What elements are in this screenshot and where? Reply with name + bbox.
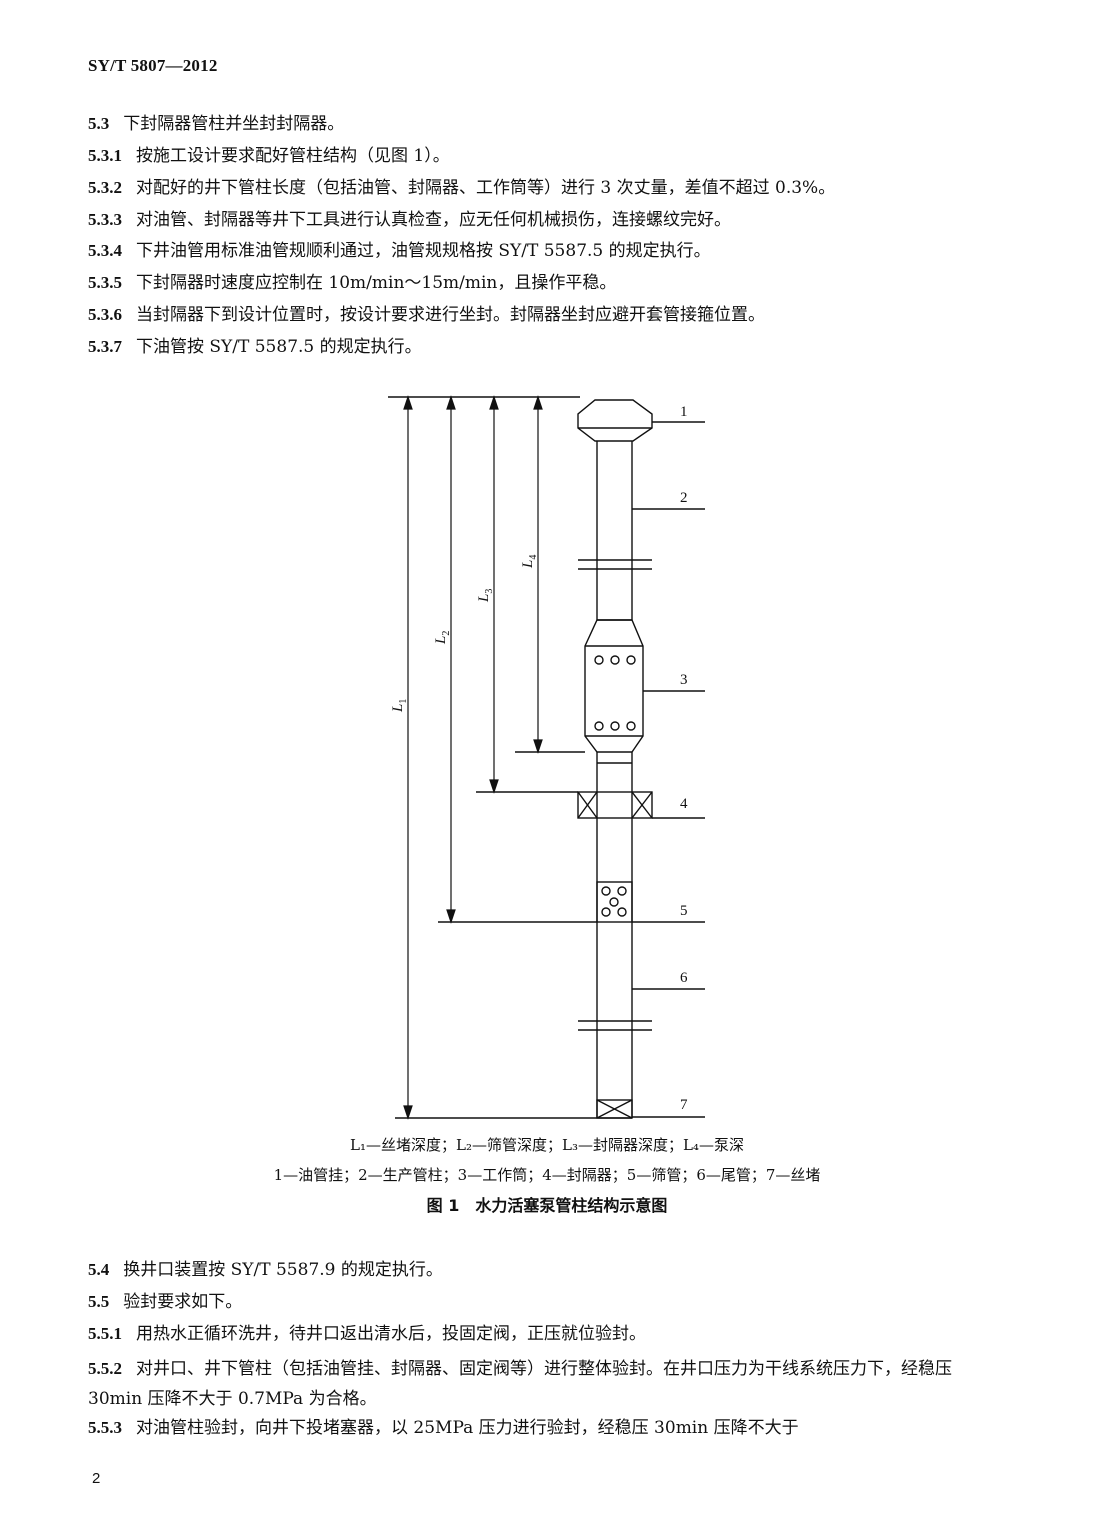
clause-5-3: 5.3 下封隔器管柱并坐封封隔器。 xyxy=(88,113,344,135)
screen-pipe xyxy=(596,881,633,923)
clause-number: 5.3 xyxy=(88,114,110,133)
clause-number: 5.3.7 xyxy=(88,337,122,356)
clause-5-3-1: 5.3.1 按施工设计要求配好管柱结构（见图 1）。 xyxy=(88,145,450,167)
clause-text: 对井口、井下管柱（包括油管挂、封隔器、固定阀等）进行整体验封。在井口压力为干线系… xyxy=(88,1359,952,1409)
clause-text: 对配好的井下管柱长度（包括油管、封隔器、工作筒等）进行 3 次丈量，差值不超过 … xyxy=(136,178,836,198)
clause-number: 5.5.3 xyxy=(88,1418,122,1437)
part-label-3: 3 xyxy=(680,672,688,688)
clause-5-3-6: 5.3.6 当封隔器下到设计位置时，按设计要求进行坐封。封隔器坐封应避开套管接箍位… xyxy=(88,304,765,326)
part-label-4: 4 xyxy=(680,796,688,812)
clause-text: 验封要求如下。 xyxy=(123,1292,243,1312)
part-label-2: 2 xyxy=(680,490,688,506)
clause-number: 5.3.5 xyxy=(88,273,122,292)
clause-5-5-1: 5.5.1 用热水正循环洗井，待井口返出清水后，投固定阀，正压就位验封。 xyxy=(88,1323,646,1345)
clause-5-3-7: 5.3.7 下油管按 SY/T 5587.5 的规定执行。 xyxy=(88,336,422,358)
clause-number: 5.5.2 xyxy=(88,1359,122,1378)
clause-number: 5.3.6 xyxy=(88,305,122,324)
clause-number: 5.3.1 xyxy=(88,146,122,165)
dimension-label-l2: L2 xyxy=(433,631,452,645)
dimension-label-l3: L3 xyxy=(476,589,495,603)
clause-text: 下封隔器时速度应控制在 10m/min～15m/min，且操作平稳。 xyxy=(136,273,617,293)
clause-text: 下封隔器管柱并坐封封隔器。 xyxy=(123,114,345,134)
part-label-5: 5 xyxy=(680,903,688,919)
clause-text: 当封隔器下到设计位置时，按设计要求进行坐封。封隔器坐封应避开套管接箍位置。 xyxy=(136,305,765,325)
clause-number: 5.5 xyxy=(88,1292,110,1311)
clause-5-3-3: 5.3.3 对油管、封隔器等井下工具进行认真检查，应无任何机械损伤，连接螺纹完好。 xyxy=(88,209,731,231)
clause-5-3-2: 5.3.2 对配好的井下管柱长度（包括油管、封隔器、工作筒等）进行 3 次丈量，差… xyxy=(88,177,835,199)
clause-5-3-4: 5.3.4 下井油管用标准油管规顺利通过，油管规规格按 SY/T 5587.5 的… xyxy=(88,240,711,262)
clause-text: 按施工设计要求配好管柱结构（见图 1）。 xyxy=(136,146,450,166)
clause-number: 5.3.3 xyxy=(88,210,122,229)
part-label-7: 7 xyxy=(680,1097,688,1113)
clause-text: 下油管按 SY/T 5587.5 的规定执行。 xyxy=(136,337,422,357)
packer xyxy=(577,791,653,819)
working-barrel xyxy=(584,619,644,753)
clause-5-4: 5.4 换井口装置按 SY/T 5587.9 的规定执行。 xyxy=(88,1259,443,1281)
clause-text: 用热水正循环洗井，待井口返出清水后，投固定阀，正压就位验封。 xyxy=(136,1324,646,1344)
clause-number: 5.3.2 xyxy=(88,178,122,197)
clause-text: 换井口装置按 SY/T 5587.9 的规定执行。 xyxy=(123,1260,443,1280)
figure-legend-dimensions: L₁—丝堵深度；L₂—筛管深度；L₃—封隔器深度；L₄—泵深 xyxy=(350,1136,744,1154)
clause-text: 下井油管用标准油管规顺利通过，油管规规格按 SY/T 5587.5 的规定执行。 xyxy=(136,241,711,261)
clause-text: 对油管、封隔器等井下工具进行认真检查，应无任何机械损伤，连接螺纹完好。 xyxy=(136,210,731,230)
clause-number: 5.5.1 xyxy=(88,1324,122,1343)
clause-text: 对油管柱验封，向井下投堵塞器，以 25MPa 压力进行验封，经稳压 30min … xyxy=(136,1418,799,1438)
clause-number: 5.3.4 xyxy=(88,241,122,260)
tubing-hanger xyxy=(577,399,653,442)
part-label-6: 6 xyxy=(680,970,688,986)
clause-5-5: 5.5 验封要求如下。 xyxy=(88,1291,242,1313)
clause-5-5-3: 5.5.3 对油管柱验封，向井下投堵塞器，以 25MPa 压力进行验封，经稳压 3… xyxy=(88,1417,799,1439)
clause-5-3-5: 5.3.5 下封隔器时速度应控制在 10m/min～15m/min，且操作平稳。 xyxy=(88,272,616,294)
part-label-1: 1 xyxy=(680,404,688,420)
figure-legend-parts: 1—油管挂；2—生产管柱；3—工作筒；4—封隔器；5—筛管；6—尾管；7—丝堵 xyxy=(273,1166,821,1184)
page-number: 2 xyxy=(92,1470,101,1487)
figure-title: 图 1 水力活塞泵管柱结构示意图 xyxy=(426,1196,668,1215)
dimension-label-l4: L4 xyxy=(520,555,539,569)
standard-code-header: SY/T 5807—2012 xyxy=(88,56,218,75)
clause-number: 5.4 xyxy=(88,1260,110,1279)
dimension-label-l1: L1 xyxy=(390,699,409,713)
